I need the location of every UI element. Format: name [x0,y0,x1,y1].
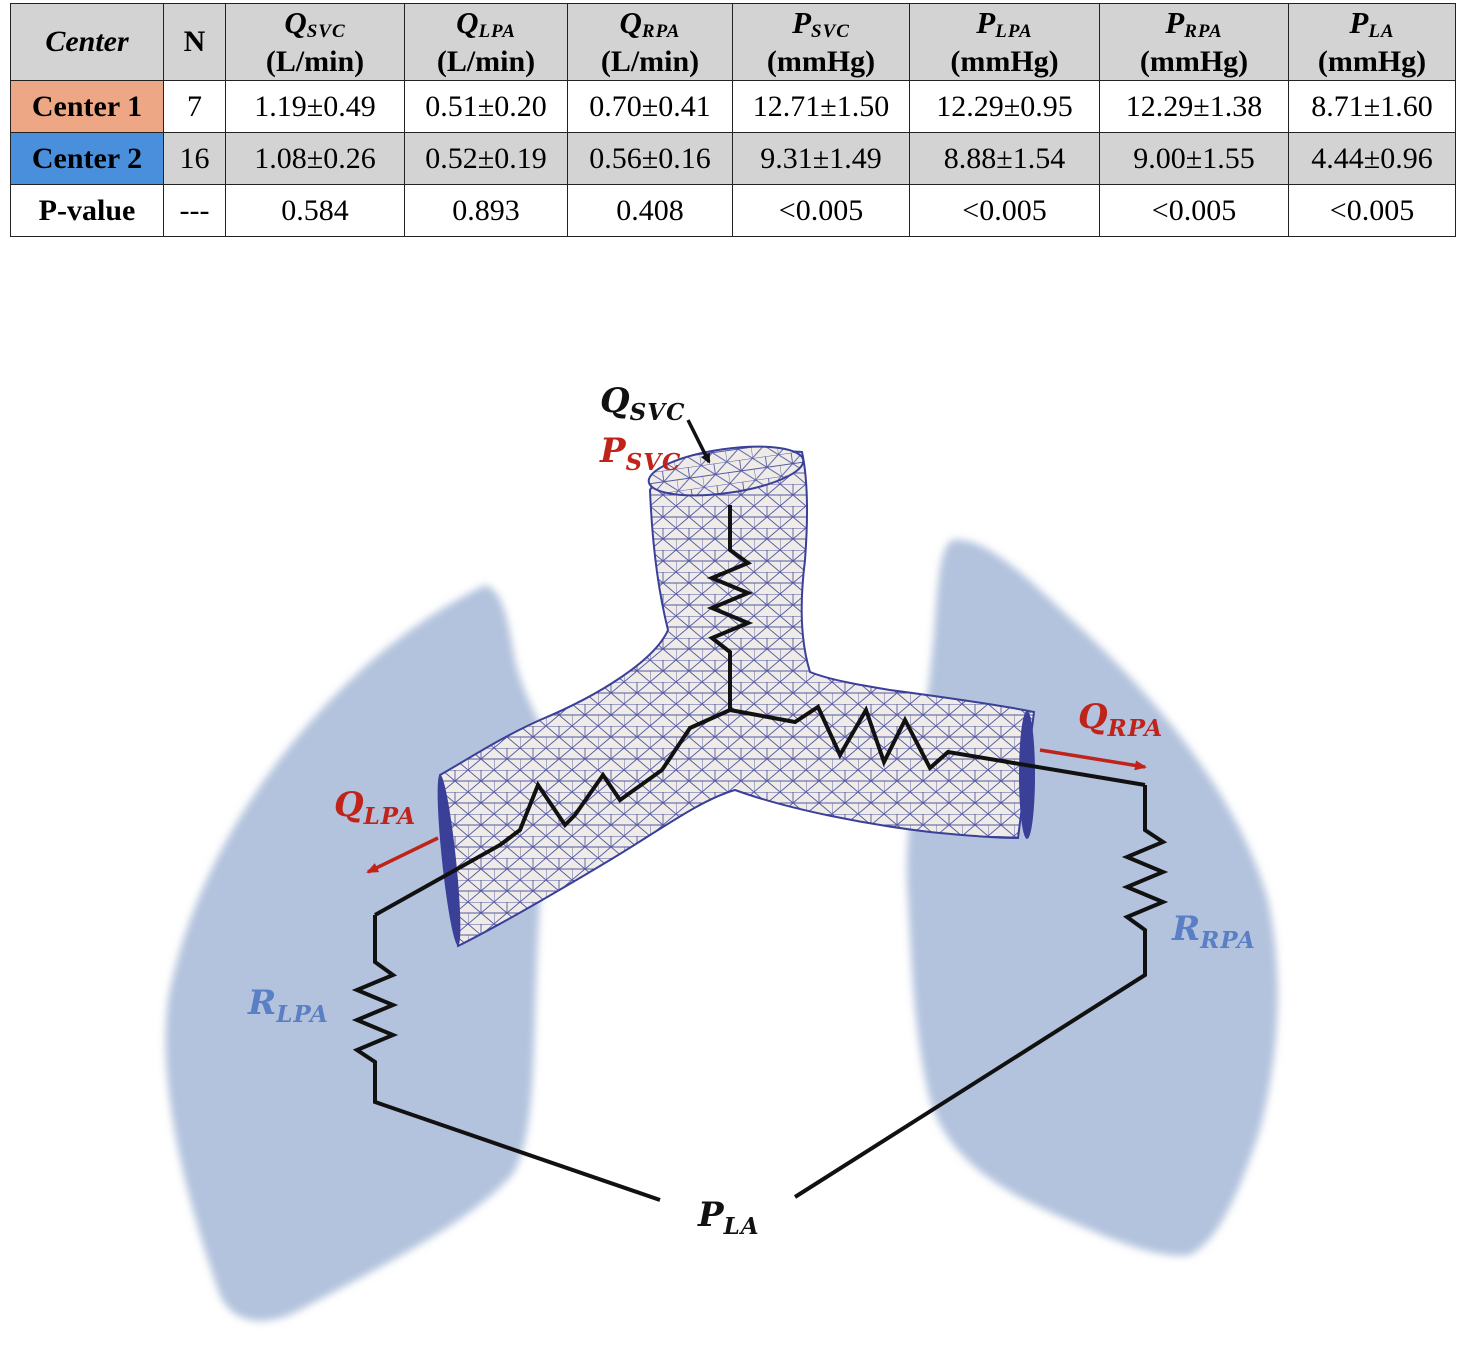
table-cell: 8.88±1.54 [909,132,1100,185]
col-header-p-la: PLA(mmHg) [1288,3,1456,81]
table-cell: 0.51±0.20 [404,80,568,133]
table-cell: <0.005 [1288,184,1456,237]
table-cell: 8.71±1.60 [1288,80,1456,133]
col-header-q-svc: QSVC(L/min) [225,3,405,81]
table-cell: 0.56±0.16 [567,132,733,185]
label-r-lpa: RLPA [248,983,329,1028]
results-table: Center N QSVC(L/min) QLPA(L/min) QRPA(L/… [10,3,1456,237]
table-cell: 16 [163,132,226,185]
col-header-p-svc: PSVC(mmHg) [732,3,910,81]
table-cell: 7 [163,80,226,133]
table-cell: 0.70±0.41 [567,80,733,133]
col-header-center: Center [10,3,164,81]
table-cell: 12.29±0.95 [909,80,1100,133]
q-rpa-arrow [1039,748,1147,771]
vessel-mesh [437,445,1036,948]
row-label-p-value: P-value [10,184,164,237]
lpa-outlet-face [437,774,461,946]
table-cell: 1.19±0.49 [225,80,405,133]
label-q-svc: QSVC [600,381,686,426]
table-cell: --- [163,184,226,237]
lpa-vessel-resistor [374,708,731,917]
q-lpa-arrow [366,836,439,874]
label-q-rpa: QRPA [1078,697,1164,742]
table-cell: <0.005 [909,184,1100,237]
table-cell: <0.005 [732,184,910,237]
col-header-n: N [163,3,226,81]
table-cell: <0.005 [1099,184,1289,237]
table-cell: 9.00±1.55 [1099,132,1289,185]
rpa-distal-resistor [793,785,1169,1199]
table-row-p-value: P-value --- 0.584 0.893 0.408 <0.005 <0.… [10,184,1456,237]
label-r-rpa: RRPA [1172,909,1256,954]
table-row-center-2: Center 2 16 1.08±0.26 0.52±0.19 0.56±0.1… [10,132,1456,185]
row-label-center-1: Center 1 [10,80,164,133]
lpa-distal-resistor [351,915,661,1202]
label-p-svc: PSVC [600,431,682,476]
label-q-lpa: QLPA [334,785,417,830]
table-cell: 12.29±1.38 [1099,80,1289,133]
table-cell: 9.31±1.49 [732,132,910,185]
svc-resistor [706,505,754,710]
table-cell: 0.52±0.19 [404,132,568,185]
circuit [351,505,1169,1202]
table-header-row: Center N QSVC(L/min) QLPA(L/min) QRPA(L/… [10,3,1456,81]
right-lung-shape [906,539,1278,1256]
table-row-center-1: Center 1 7 1.19±0.49 0.51±0.20 0.70±0.41… [10,80,1456,133]
left-lung-shape [165,585,551,1321]
table-cell: 0.584 [225,184,405,237]
table-cell: 1.08±0.26 [225,132,405,185]
col-header-p-rpa: PRPA(mmHg) [1099,3,1289,81]
col-header-q-lpa: QLPA(L/min) [404,3,568,81]
table-cell: 0.408 [567,184,733,237]
q-svc-arrow [686,419,711,464]
table-cell: 4.44±0.96 [1288,132,1456,185]
row-label-center-2: Center 2 [10,132,164,185]
table-cell: 0.893 [404,184,568,237]
rpa-outlet-face [1019,711,1035,839]
table-cell: 12.71±1.50 [732,80,910,133]
label-p-la: PLA [698,1195,760,1240]
col-header-q-rpa: QRPA(L/min) [567,3,733,81]
col-header-p-lpa: PLPA(mmHg) [909,3,1100,81]
